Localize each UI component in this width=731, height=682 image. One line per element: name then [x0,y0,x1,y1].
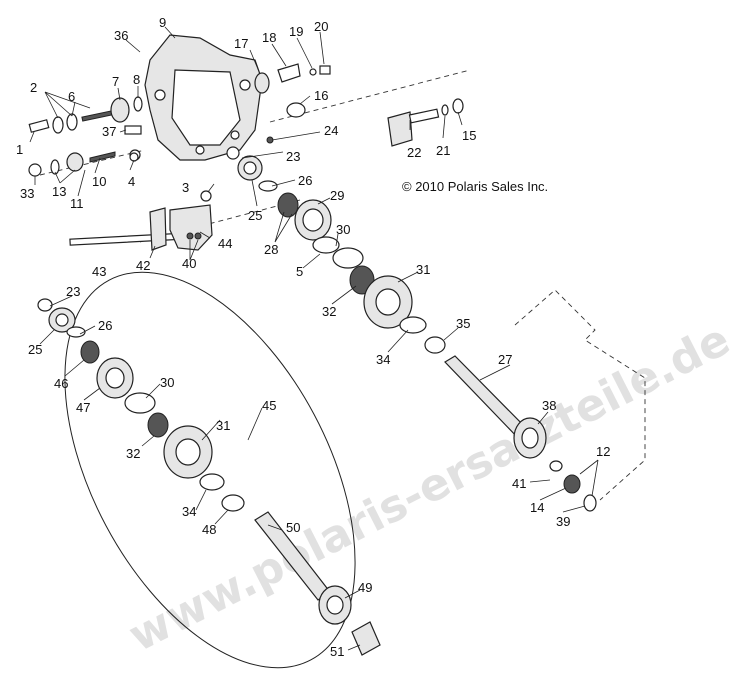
callout-48: 48 [202,522,216,537]
kit-group-outline-45 [64,271,356,669]
copyright-notice: © 2010 Polaris Sales Inc. [402,179,548,194]
callout-20: 20 [314,19,328,34]
callout-28: 28 [264,242,278,257]
callout-43: 43 [92,264,106,279]
callout-19: 19 [289,24,303,39]
callout-17: 17 [234,36,248,51]
callout-34-kit: 34 [182,504,196,519]
callout-labels: 1 2 3 4 5 6 7 8 9 10 11 12 13 14 15 16 1… [16,15,610,659]
callout-34: 34 [376,352,390,367]
callout-36: 36 [114,28,128,43]
callout-31-kit: 31 [216,418,230,433]
callout-45: 45 [262,398,276,413]
callout-30-kit: 30 [160,375,174,390]
callout-51: 51 [330,644,344,659]
callout-16: 16 [314,88,328,103]
callout-24: 24 [324,123,338,138]
callout-14: 14 [530,500,544,515]
callout-33: 33 [20,186,34,201]
callout-30: 30 [336,222,350,237]
callout-42: 42 [136,258,150,273]
shift-mechanism [69,152,213,251]
callout-26: 26 [298,173,312,188]
callout-39: 39 [556,514,570,529]
callout-26-kit: 26 [98,318,112,333]
callout-11: 11 [70,196,84,211]
callout-32: 32 [322,304,336,319]
callout-18: 18 [262,30,276,45]
callout-46: 46 [54,376,68,391]
leader-lines [29,26,599,651]
callout-27: 27 [498,352,512,367]
callout-32-kit: 32 [126,446,140,461]
callout-10: 10 [92,174,106,189]
callout-47: 47 [76,400,90,415]
callout-38: 38 [542,398,556,413]
dashed-line-housing-to-shaft [269,69,471,123]
callout-15: 15 [462,128,476,143]
callout-29: 29 [330,188,344,203]
callout-21: 21 [436,143,450,158]
callout-9: 9 [159,15,166,30]
transmission-housing [144,34,263,161]
callout-23-kit: 23 [66,284,80,299]
callout-50: 50 [286,520,300,535]
callout-23: 23 [286,149,300,164]
callout-6: 6 [68,89,75,104]
kit-shaft [254,511,381,656]
callout-13: 13 [52,184,66,199]
kit-gear-stack [37,298,245,512]
callout-3: 3 [182,180,189,195]
callout-1: 1 [16,142,23,157]
callout-8: 8 [133,72,140,87]
callout-5: 5 [296,264,303,279]
output-shaft [444,355,597,512]
callout-41: 41 [512,476,526,491]
callout-4: 4 [128,174,135,189]
callout-2: 2 [30,80,37,95]
left-fastener-group [28,96,143,177]
callout-25-kit: 25 [28,342,42,357]
callout-31: 31 [416,262,430,277]
callout-44: 44 [218,236,232,251]
callout-37: 37 [102,124,116,139]
callout-22: 22 [407,145,421,160]
top-right-parts [254,63,464,147]
callout-25: 25 [248,208,262,223]
upper-gear-stack [226,146,446,354]
callout-35: 35 [456,316,470,331]
callout-7: 7 [112,74,119,89]
callout-40: 40 [182,256,196,271]
callout-49: 49 [358,580,372,595]
callout-12: 12 [596,444,610,459]
